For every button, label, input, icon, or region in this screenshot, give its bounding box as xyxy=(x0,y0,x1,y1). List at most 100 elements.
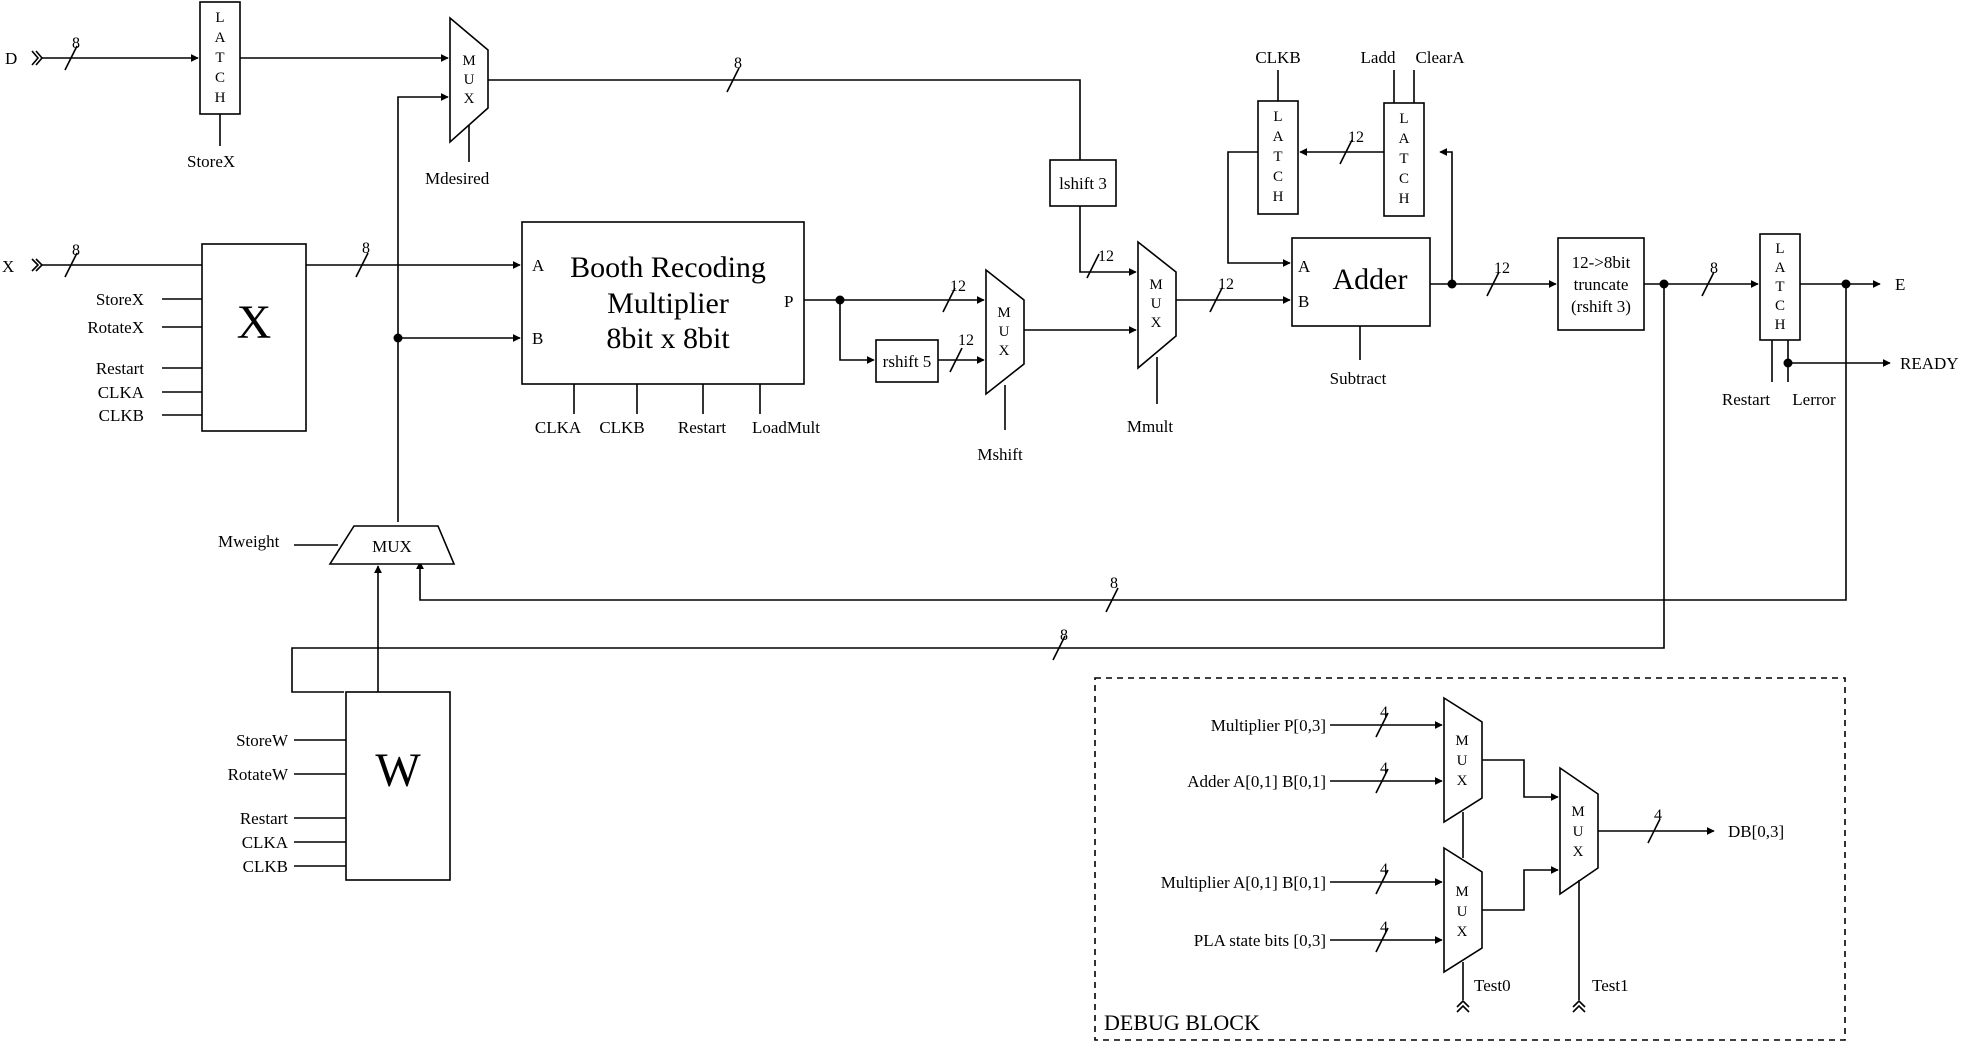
bus-width-x: 8 xyxy=(72,242,80,259)
x-storex-label: StoreX xyxy=(96,290,144,309)
w-clka-label: CLKA xyxy=(242,833,289,852)
truncate-block: 12->8bit truncate (rshift 3) xyxy=(1557,237,1645,331)
mux-desired-letter: X xyxy=(464,91,475,107)
input-x-group: X 8 xyxy=(2,242,202,278)
debug-bus-width-3: 4 xyxy=(1380,861,1388,878)
adder-port-a: A xyxy=(1298,257,1311,276)
latch-out-letter: C xyxy=(1775,298,1785,314)
mux-shift-letter: U xyxy=(999,324,1010,340)
latch-ladd: L A T C H Ladd ClearA 12 xyxy=(1299,48,1465,217)
booth-port-b: B xyxy=(532,329,543,348)
bus-output-e: E 8 xyxy=(416,275,1905,613)
debug-out-label: DB[0,3] xyxy=(1728,822,1784,841)
x-register-label: X xyxy=(237,296,272,349)
booth-multiplier: A B P Booth Recoding Multiplier 8bit x 8… xyxy=(521,221,820,437)
subtract-label: Subtract xyxy=(1330,369,1387,388)
bus-width-rshift: 12 xyxy=(958,332,974,349)
x-register: X StoreX RotateX Restart CLKA CLKB xyxy=(87,243,307,432)
latch-clkb-letter: H xyxy=(1273,189,1284,205)
booth-clka-label: CLKA xyxy=(535,418,582,437)
latch-d-letter: A xyxy=(215,30,226,46)
w-rotatew-label: RotateW xyxy=(228,765,289,784)
bus-width-adder-out: 12 xyxy=(1494,260,1510,277)
adder: A B Adder Subtract xyxy=(1291,237,1431,388)
latch-out: L A T C H Restart Lerror READY xyxy=(1722,233,1959,409)
truncate-line3: (rshift 3) xyxy=(1571,297,1631,316)
bus-weight-mux-up xyxy=(393,93,521,522)
debug-in-mult-ab: Multiplier A[0,1] B[0,1] xyxy=(1161,873,1326,892)
debug-mux3-letter: M xyxy=(1571,804,1584,820)
debug-in-pla: PLA state bits [0,3] xyxy=(1194,931,1326,950)
mux-desired-letter: U xyxy=(464,72,475,88)
bus-mux-desired-out: 8 xyxy=(488,55,1081,160)
x-rotatex-label: RotateX xyxy=(87,318,144,337)
bus-booth-p: 12 xyxy=(804,278,985,364)
mux-mult-letter: U xyxy=(1151,296,1162,312)
debug-bus-width-1: 4 xyxy=(1380,704,1388,721)
x-restart-label: Restart xyxy=(96,359,144,378)
bus-width-lshift: 12 xyxy=(1098,248,1114,265)
debug-in-adder: Adder A[0,1] B[0,1] xyxy=(1187,772,1326,791)
input-d-label: D xyxy=(5,49,17,68)
latch-ladd-letter: T xyxy=(1399,151,1408,167)
bus-width-mux-out: 8 xyxy=(734,55,742,72)
bus-width-p: 12 xyxy=(950,278,966,295)
mmult-label: Mmult xyxy=(1127,417,1174,436)
w-register: W StoreW RotateW Restart CLKA CLKB xyxy=(228,565,451,881)
x-clkb-label: CLKB xyxy=(99,406,144,425)
w-clkb-label: CLKB xyxy=(243,857,288,876)
truncate-line2: truncate xyxy=(1574,275,1629,294)
debug-mux2-letter: M xyxy=(1455,884,1468,900)
debug-mux2-letter: X xyxy=(1457,924,1468,940)
debug-bus-width-2: 4 xyxy=(1380,760,1388,777)
latch-clkb-label: CLKB xyxy=(1255,48,1300,67)
bus-width-truncate: 8 xyxy=(1710,260,1718,277)
debug-mux3-letter: X xyxy=(1573,844,1584,860)
debug-mux3-letter: U xyxy=(1573,824,1584,840)
input-x-label: X xyxy=(2,257,14,276)
adder-label: Adder xyxy=(1333,263,1408,296)
bus-width-x-booth: 8 xyxy=(362,240,370,257)
latch-clkb-letter: L xyxy=(1273,109,1282,125)
debug-mux2-letter: U xyxy=(1457,904,1468,920)
w-restart-label: Restart xyxy=(240,809,288,828)
latch-d-letter: T xyxy=(215,50,224,66)
bus-truncate-out: 8 8 xyxy=(291,260,1759,693)
booth-title-line2: Multiplier xyxy=(607,287,729,320)
input-d-terminal xyxy=(31,50,44,66)
bus-width-d: 8 xyxy=(72,35,80,52)
mux-weight-label: MUX xyxy=(372,537,412,556)
mux-shift-letter: X xyxy=(999,343,1010,359)
rshift-label: rshift 5 xyxy=(883,352,932,371)
output-ready-label: READY xyxy=(1900,354,1959,373)
debug-mux1-letter: U xyxy=(1457,753,1468,769)
booth-title-line1: Booth Recoding xyxy=(570,251,766,284)
mux-mult: M U X Mmult 12 xyxy=(1127,240,1291,436)
latch-out-letter: A xyxy=(1775,260,1786,276)
booth-title-line3: 8bit x 8bit xyxy=(606,322,730,355)
mux-weight: MUX Mweight xyxy=(218,525,456,565)
latch-clkb-letter: A xyxy=(1273,129,1284,145)
bus-x-to-booth: 8 xyxy=(306,240,521,278)
latch-out-letter: L xyxy=(1775,241,1784,257)
latch-ladd-letter: H xyxy=(1399,191,1410,207)
mshift-label: Mshift xyxy=(977,445,1023,464)
truncate-line1: 12->8bit xyxy=(1572,253,1631,272)
debug-block: DEBUG BLOCK Multiplier P[0,3] 4 Adder A[… xyxy=(1094,677,1846,1041)
bus-adder-out: 12 xyxy=(1430,148,1557,297)
latch-out-letter: T xyxy=(1775,279,1784,295)
latch-ladd-letter: C xyxy=(1399,171,1409,187)
input-d-group: D 8 xyxy=(5,35,199,71)
latch-clkb-letter: C xyxy=(1273,169,1283,185)
mux-desired-letter: M xyxy=(462,53,475,69)
bus-width-latch: 12 xyxy=(1348,129,1364,146)
latch-clkb: L A T C H CLKB xyxy=(1227,48,1301,267)
booth-restart-label: Restart xyxy=(678,418,726,437)
out-restart-label: Restart xyxy=(1722,390,1770,409)
booth-clkb-label: CLKB xyxy=(599,418,644,437)
mweight-label: Mweight xyxy=(218,532,280,551)
output-e-label: E xyxy=(1895,275,1905,294)
debug-bus-width-4: 4 xyxy=(1380,919,1388,936)
input-x-terminal xyxy=(31,258,44,272)
cleara-label: ClearA xyxy=(1415,48,1465,67)
